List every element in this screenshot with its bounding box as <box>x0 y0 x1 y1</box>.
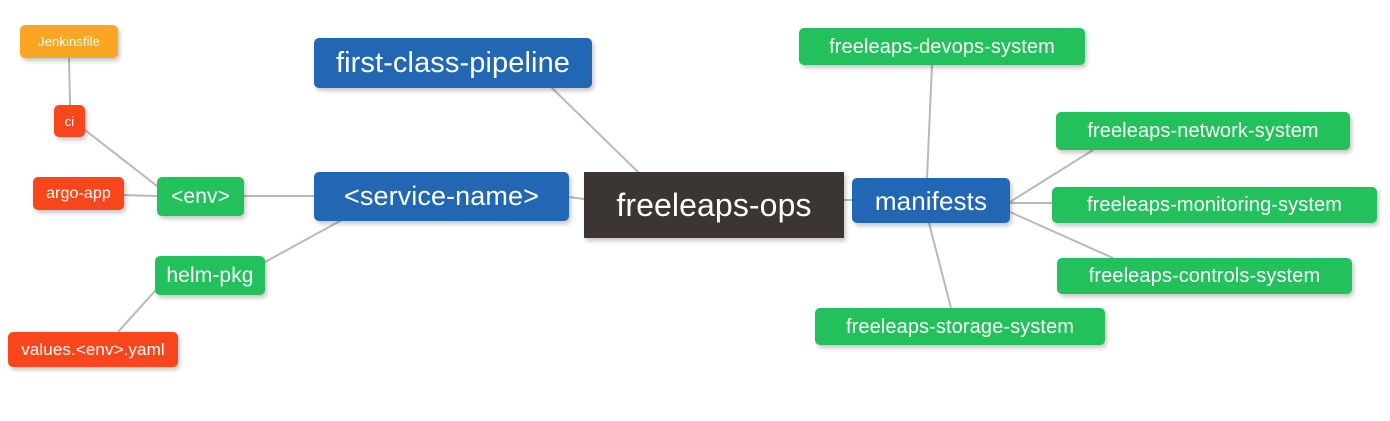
node-label-freeleaps-ops: freeleaps-ops <box>616 187 812 223</box>
node-label-devops-system: freeleaps-devops-system <box>829 35 1055 58</box>
node-label-jenkinsfile: Jenkinsfile <box>38 34 100 49</box>
node-label-service-name: <service-name> <box>344 181 539 211</box>
node-storage-system[interactable]: freeleaps-storage-system <box>815 308 1105 345</box>
node-values-yaml[interactable]: values.<env>.yaml <box>8 332 178 367</box>
node-jenkinsfile[interactable]: Jenkinsfile <box>20 25 118 58</box>
node-label-env: <env> <box>171 185 230 208</box>
node-env[interactable]: <env> <box>157 177 244 216</box>
node-monitoring-system[interactable]: freeleaps-monitoring-system <box>1052 187 1377 223</box>
node-label-ci: ci <box>64 113 75 129</box>
node-manifests[interactable]: manifests <box>852 178 1010 223</box>
node-label-argo-app: argo-app <box>46 184 111 202</box>
node-label-helm-pkg: helm-pkg <box>166 264 254 287</box>
node-network-system[interactable]: freeleaps-network-system <box>1056 112 1350 150</box>
node-devops-system[interactable]: freeleaps-devops-system <box>799 28 1085 65</box>
node-service-name[interactable]: <service-name> <box>314 172 569 221</box>
node-label-first-class-pipeline: first-class-pipeline <box>335 46 571 79</box>
node-argo-app[interactable]: argo-app <box>33 177 124 210</box>
node-ci[interactable]: ci <box>54 105 85 137</box>
node-first-class-pipeline[interactable]: first-class-pipeline <box>314 38 592 88</box>
node-freeleaps-ops[interactable]: freeleaps-ops <box>584 172 844 238</box>
node-label-values-yaml: values.<env>.yaml <box>21 340 165 359</box>
node-label-storage-system: freeleaps-storage-system <box>845 315 1075 338</box>
node-helm-pkg[interactable]: helm-pkg <box>155 256 265 295</box>
node-label-controls-system: freeleaps-controls-system <box>1088 265 1321 287</box>
node-controls-system[interactable]: freeleaps-controls-system <box>1057 258 1352 294</box>
node-label-network-system: freeleaps-network-system <box>1087 120 1319 142</box>
node-label-manifests: manifests <box>874 185 988 216</box>
node-label-monitoring-system: freeleaps-monitoring-system <box>1086 194 1342 216</box>
